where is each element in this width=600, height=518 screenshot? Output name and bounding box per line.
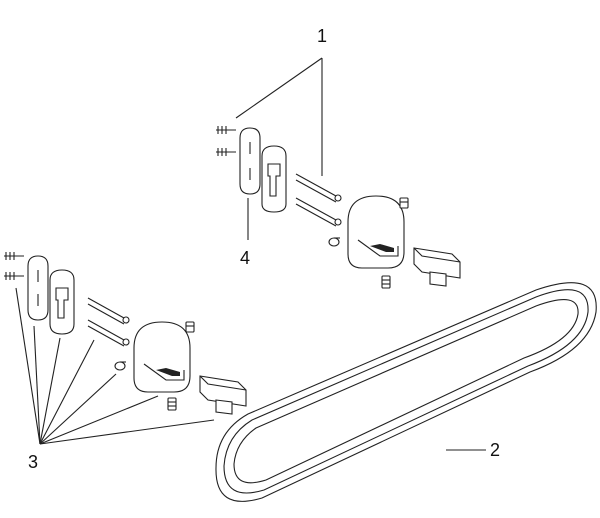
callout-2: 2 [490, 440, 500, 460]
connector-icon-lower [199, 375, 247, 415]
callout-1: 1 [317, 26, 327, 46]
callout-4: 4 [240, 248, 250, 268]
set-screw-icon-lower [185, 321, 195, 333]
screw-icon [216, 126, 236, 156]
screw-icon-lower [4, 252, 24, 280]
pin-icon [328, 237, 340, 247]
bracket-icon-lower [133, 321, 191, 393]
set-screw-bottom-icon [381, 275, 391, 289]
towel-ring [215, 282, 597, 502]
long-screw-icon-lower [87, 297, 130, 347]
connector-icon [413, 247, 461, 287]
lower-assembly [4, 252, 247, 415]
set-screw-bottom-icon-lower [167, 397, 177, 411]
upper-assembly [216, 126, 461, 289]
mounting-plate-icon-lower [27, 255, 49, 321]
mounting-plate-icon [239, 127, 261, 195]
bracket-icon [347, 195, 405, 269]
callout-3: 3 [28, 452, 38, 472]
clip-icon-lower [49, 269, 75, 335]
pin-icon-lower [114, 361, 126, 371]
set-screw-icon [399, 197, 409, 209]
clip-icon [261, 145, 287, 213]
long-screw-icon [295, 173, 342, 227]
leader-lines [15, 57, 486, 451]
